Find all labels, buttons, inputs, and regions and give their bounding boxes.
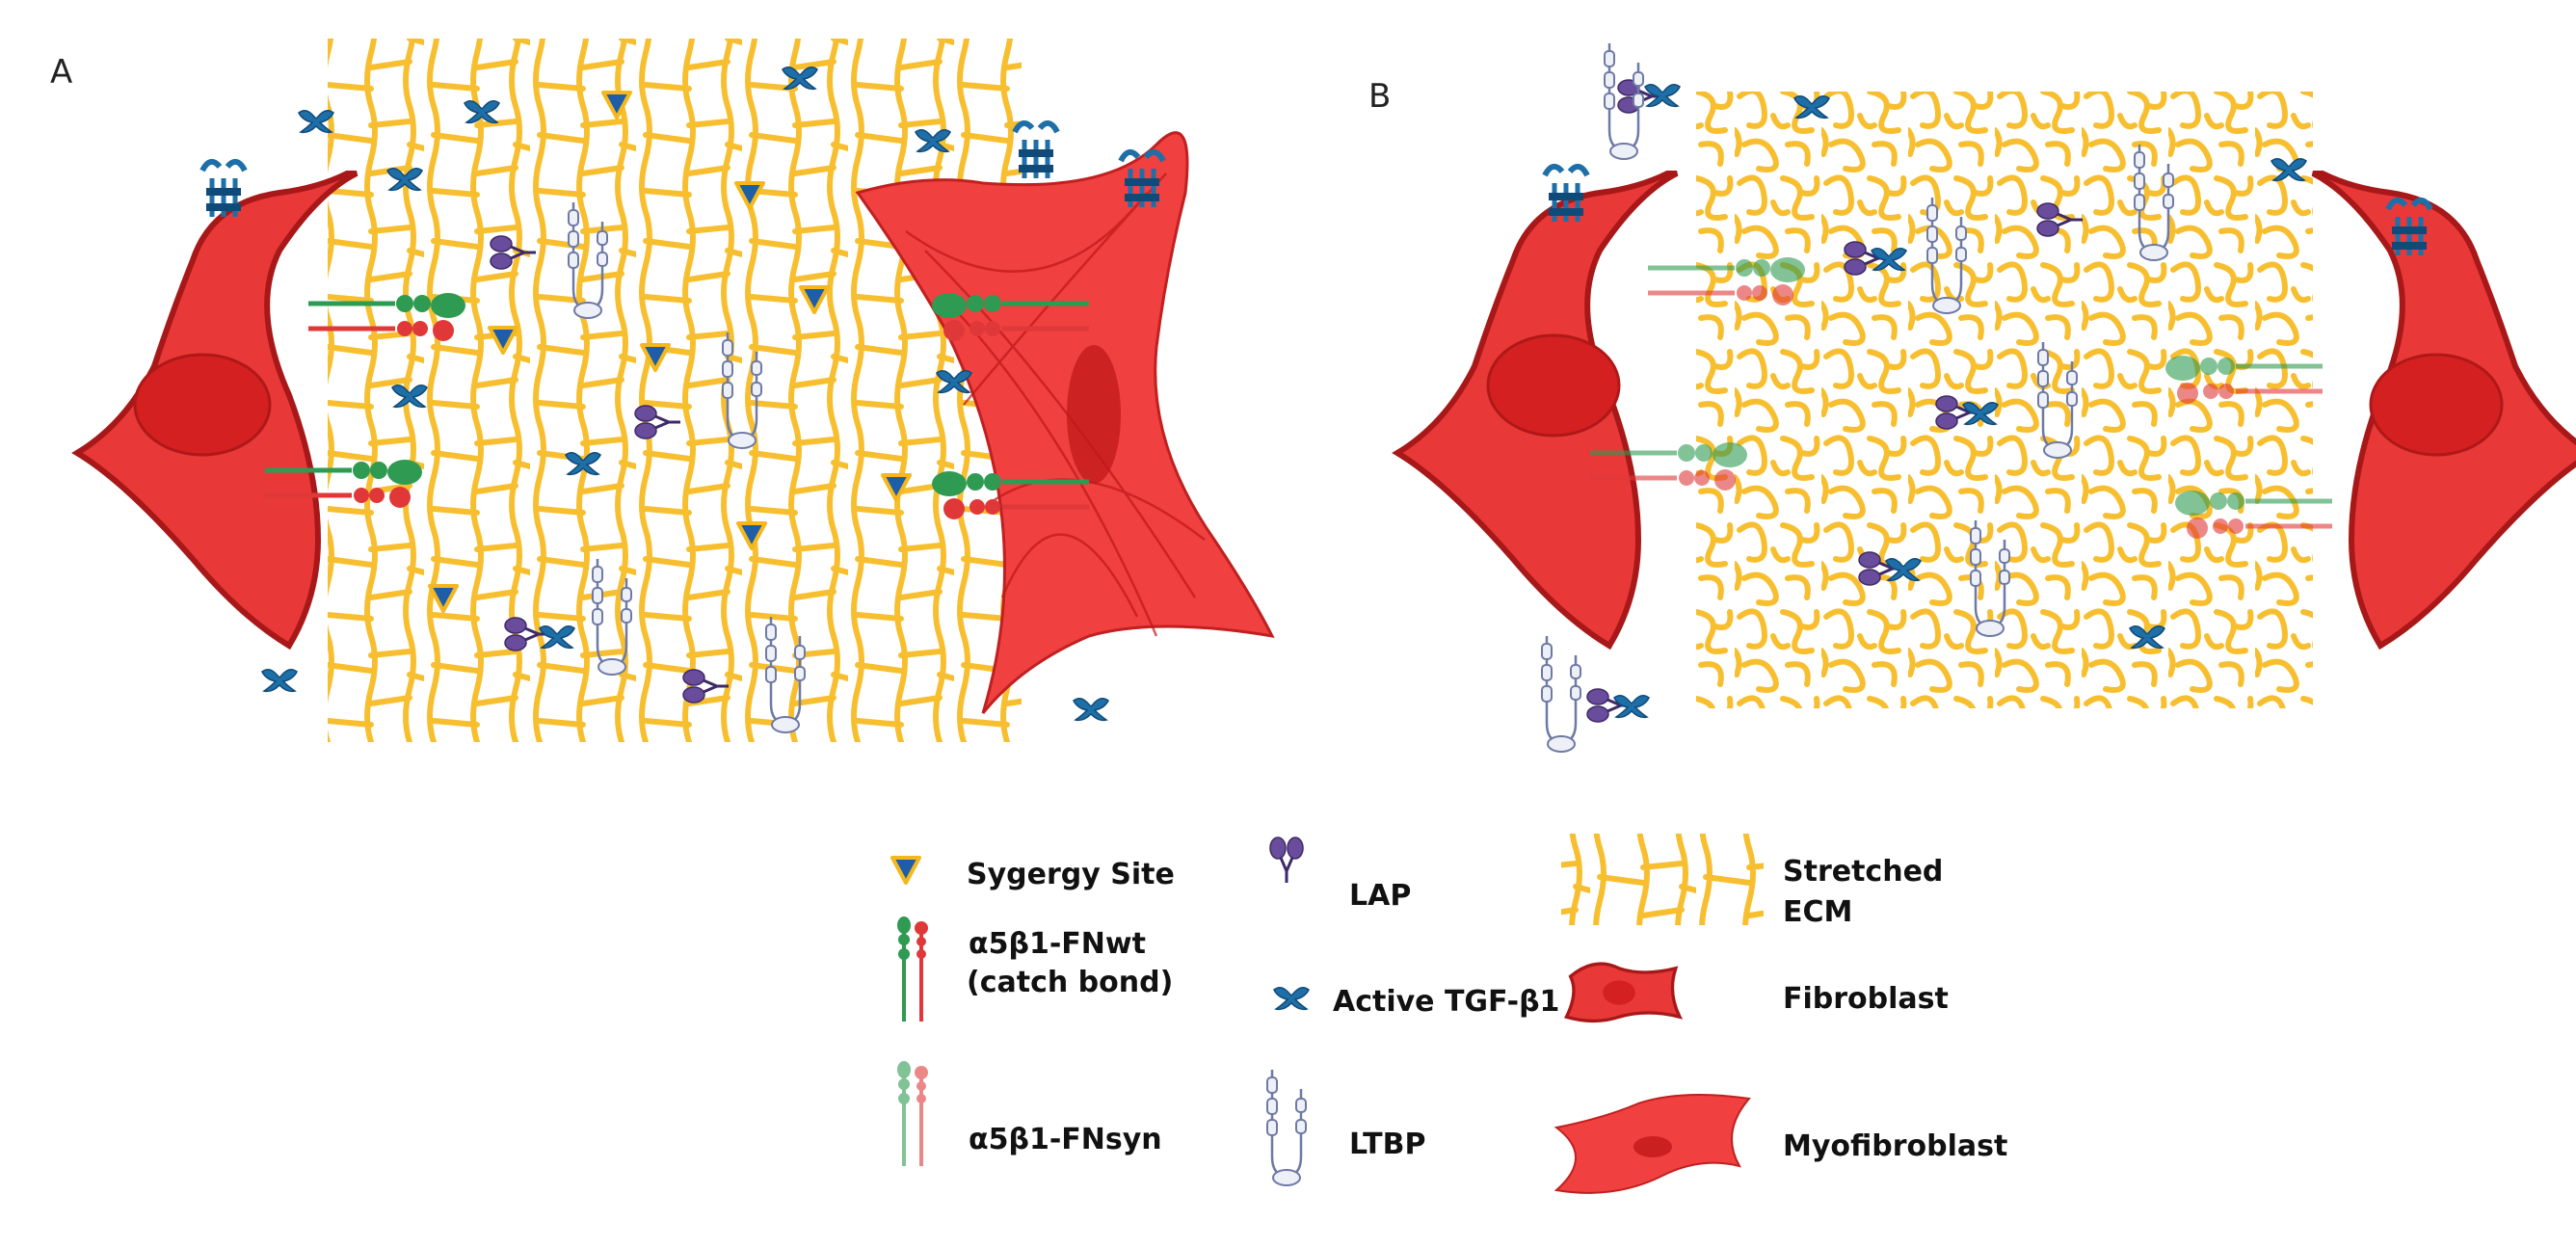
legend-tgf-label: Active TGF-β1: [1333, 985, 1560, 1019]
legend-ecm-label-2: ECM: [1783, 895, 1853, 929]
legend-ecm-icon: [1561, 834, 1764, 925]
legend-fnwt-label-2: (catch bond): [967, 966, 1174, 999]
myofibroblast-stress-fibers: [905, 173, 1206, 637]
legend-icons: [890, 834, 1764, 1194]
receptor-b1: [1545, 167, 1587, 222]
panel-a-label: A: [50, 53, 73, 92]
legend-myofibroblast-icon: [1554, 1094, 1751, 1194]
fibroblast-nucleus-b-right: [2369, 353, 2504, 457]
legend-lap-icon: [1268, 836, 1305, 885]
legend-ltbp-label: LTBP: [1349, 1128, 1426, 1161]
fibroblast-nucleus-b-left: [1486, 333, 1621, 438]
receptor-a1: [202, 162, 245, 217]
legend-tgf-icon: [1273, 987, 1310, 1011]
legend-fnwt-label-1: α5β1-FNwt: [969, 927, 1146, 961]
myofibroblast-nucleus: [1067, 345, 1121, 484]
legend-fibroblast-label: Fibroblast: [1783, 982, 1949, 1016]
legend-myofibroblast-label: Myofibroblast: [1783, 1129, 2008, 1163]
active-tgf-a10: [1073, 698, 1109, 722]
legend-fnsyn-icon: [897, 1061, 928, 1166]
legend-synergy-icon: [890, 856, 921, 885]
panel-b: [1392, 41, 2576, 754]
ltbp-b6: [1540, 634, 1582, 754]
legend-fnwt-icon: [897, 916, 928, 1022]
panel-a: [71, 39, 1275, 742]
panel-b-label: B: [1368, 77, 1392, 116]
active-tgf-a9: [261, 669, 298, 693]
legend-ecm-label-1: Stretched: [1783, 855, 1944, 889]
legend-ltbp-icon: [1265, 1068, 1308, 1187]
stretched-ecm-region: [328, 39, 1022, 742]
legend-fnsyn-label: α5β1-FNsyn: [969, 1123, 1162, 1156]
legend-lap-label: LAP: [1349, 879, 1412, 913]
fibroblast-nucleus-a: [133, 353, 272, 457]
legend-fibroblast-icon: [1563, 962, 1684, 1023]
legend-synergy-label: Sygergy Site: [967, 858, 1175, 891]
